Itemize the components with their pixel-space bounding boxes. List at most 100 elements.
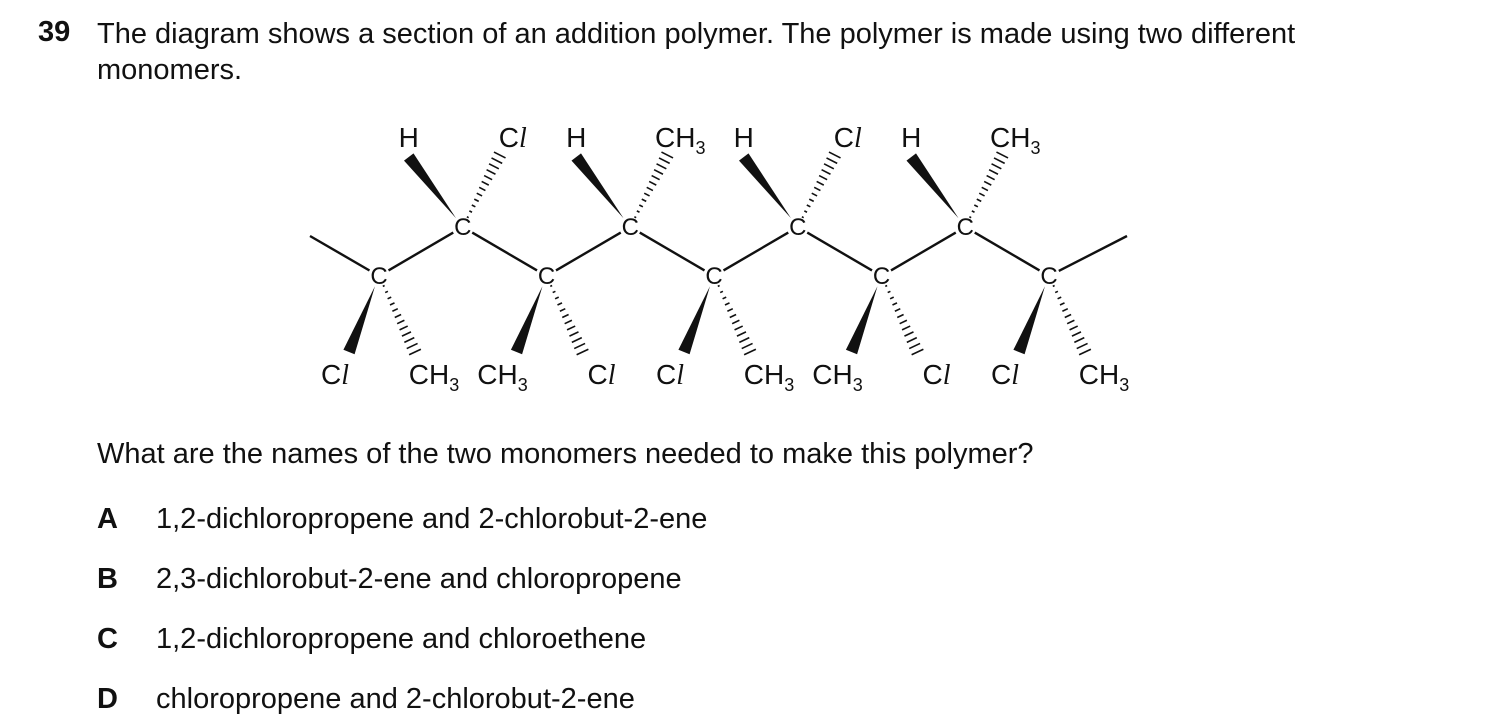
hashed-bond-stroke — [408, 348, 422, 356]
bottom-wedge-substituent: CH3 — [812, 359, 862, 395]
option-d-text[interactable]: chloropropene and 2-chlorobut-2-ene — [156, 683, 635, 715]
hashed-bond-stroke — [561, 313, 569, 319]
hashed-bond-stroke — [564, 319, 573, 325]
wedge-bond — [678, 286, 710, 355]
hashed-bond-stroke — [899, 319, 908, 325]
hashed-bond-stroke — [473, 198, 480, 203]
wedge-bond — [571, 153, 624, 219]
carbon-atom-label: C — [538, 263, 555, 290]
hashed-bond-stroke — [576, 348, 589, 356]
hashed-bond-stroke — [908, 342, 921, 350]
hashed-bond-stroke — [719, 290, 724, 294]
hashed-bond-stroke — [636, 210, 640, 213]
hashed-bond-stroke — [803, 210, 808, 213]
hashed-bond-stroke — [823, 163, 835, 170]
option-c-text[interactable]: 1,2-dichloropropene and chloroethene — [156, 623, 647, 655]
hashed-bond-stroke — [634, 216, 637, 219]
bottom-dash-substituent: CH3 — [1079, 359, 1129, 395]
hashed-bond-stroke — [993, 157, 1006, 165]
wedge-bond — [510, 286, 543, 355]
bottom-dash-substituent: CH3 — [744, 359, 794, 395]
hashed-bond-stroke — [638, 204, 644, 208]
hashed-bond-stroke — [983, 180, 992, 186]
hashed-bond-stroke — [722, 296, 727, 300]
hashed-bond-stroke — [493, 151, 506, 159]
wedge-bond — [343, 286, 375, 355]
hashed-bond-stroke — [658, 157, 671, 165]
hashed-bond-stroke — [483, 174, 493, 181]
backbone-bond — [722, 231, 789, 272]
hashed-bond-stroke — [976, 198, 982, 203]
hashed-bond-stroke — [811, 192, 818, 197]
hashed-bond-stroke — [901, 325, 911, 331]
hashed-bond-stroke — [1059, 302, 1065, 306]
backbone-bond — [806, 231, 873, 272]
option-b-letter[interactable]: B — [97, 563, 118, 595]
hashed-bond-stroke — [1069, 325, 1079, 331]
hashed-bond-stroke — [978, 192, 985, 197]
hashed-bond-stroke — [1057, 296, 1062, 300]
carbon-atom-label: C — [957, 214, 974, 241]
hashed-bond-stroke — [1078, 348, 1092, 356]
hashed-bond-stroke — [724, 302, 730, 306]
carbon-atom-label: C — [370, 263, 387, 290]
hashed-bond-stroke — [491, 157, 503, 165]
carbon-atom-label: C — [873, 263, 890, 290]
hashed-bond-stroke — [478, 186, 486, 192]
bottom-wedge-substituent: Cl — [656, 359, 684, 391]
hashed-bond-stroke — [566, 325, 576, 331]
hashed-bond-stroke — [892, 302, 898, 306]
option-d-letter[interactable]: D — [97, 683, 118, 715]
hashed-bond-stroke — [641, 198, 647, 203]
hashed-bond-stroke — [406, 342, 418, 350]
option-b-text[interactable]: 2,3-dichlorobut-2-ene and chloropropene — [156, 563, 682, 595]
hashed-bond-stroke — [808, 198, 815, 203]
bottom-wedge-substituent: CH3 — [477, 359, 527, 395]
hashed-bond-stroke — [889, 296, 895, 300]
hashed-bond-stroke — [389, 302, 395, 306]
hashed-bond-stroke — [969, 216, 972, 219]
hashed-bond-stroke — [557, 302, 563, 306]
top-dash-substituent: CH3 — [990, 122, 1040, 158]
bottom-dash-substituent: CH3 — [409, 359, 459, 395]
hashed-bond-stroke — [394, 313, 402, 319]
hashed-bond-stroke — [816, 180, 825, 186]
hashed-bond-stroke — [731, 319, 740, 325]
hashed-bond-stroke — [661, 151, 674, 159]
hashed-bond-stroke — [653, 168, 664, 175]
hashed-bond-stroke — [818, 174, 828, 181]
hashed-bond-stroke — [471, 204, 476, 208]
backbone-bond — [890, 231, 957, 272]
option-a-letter[interactable]: A — [97, 503, 118, 535]
hashed-bond-stroke — [801, 216, 805, 219]
top-wedge-substituent: H — [734, 122, 754, 153]
wedge-bond — [845, 286, 878, 355]
hashed-bond-stroke — [466, 216, 470, 219]
option-a-text[interactable]: 1,2-dichloropropene and 2-chlorobut-2-en… — [156, 503, 708, 535]
option-c-letter[interactable]: C — [97, 623, 118, 655]
hashed-bond-stroke — [403, 336, 415, 344]
hashed-bond-stroke — [569, 331, 579, 337]
hashed-bond-stroke — [481, 180, 490, 186]
top-dash-substituent: Cl — [834, 122, 862, 154]
hashed-bond-stroke — [571, 336, 583, 344]
hashed-bond-stroke — [734, 325, 744, 331]
hashed-bond-stroke — [1073, 336, 1085, 344]
hashed-bond-stroke — [887, 290, 891, 294]
hashed-bond-stroke — [1076, 342, 1088, 350]
backbone-bond — [974, 231, 1041, 272]
hashed-bond-stroke — [554, 296, 560, 300]
hashed-bond-stroke — [396, 319, 405, 325]
hashed-bond-stroke — [646, 186, 654, 192]
carbon-atom-label: C — [622, 214, 639, 241]
hashed-bond-stroke — [573, 342, 586, 350]
hashed-bond-stroke — [743, 348, 757, 356]
wedge-bond — [738, 153, 792, 219]
hashed-bond-stroke — [651, 174, 660, 181]
wedge-bond — [403, 153, 457, 219]
hashed-bond-stroke — [643, 192, 650, 197]
backbone-bond — [639, 231, 706, 272]
top-wedge-substituent: H — [566, 122, 586, 153]
hashed-bond-stroke — [392, 307, 399, 312]
